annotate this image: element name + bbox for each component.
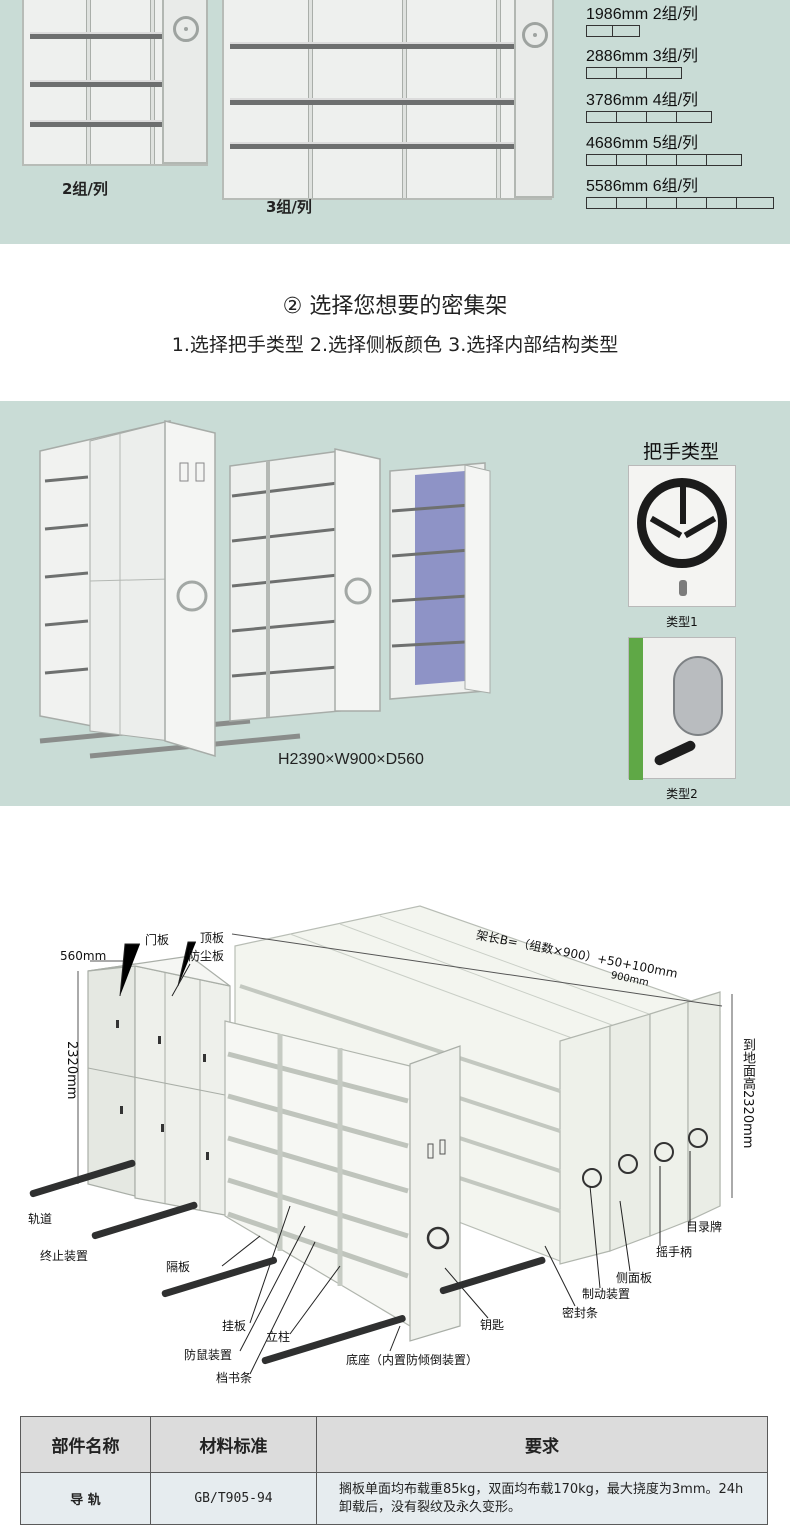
structure-illustration: [77, 905, 733, 1375]
cabinet-shelf: [30, 120, 200, 127]
product-illustration: [39, 420, 491, 759]
label-depth: 560mm: [60, 949, 107, 963]
label-brake: 制动装置: [582, 1287, 631, 1301]
handle-type-2-label: 类型2: [666, 787, 698, 801]
spec-bar: [586, 67, 682, 79]
label-dust: 防尘板: [188, 949, 225, 963]
label-height-left: 2320mm: [64, 1041, 79, 1100]
header-standard: 材料标准: [150, 1416, 317, 1473]
table-row: 导 轨 GB/T905-94 搁板单面均布载重85kg，双面均布载170kg，最…: [20, 1472, 768, 1525]
spec-bar: [586, 25, 640, 37]
header-part-name: 部件名称: [20, 1416, 151, 1473]
handwheel-icon: [173, 16, 199, 42]
spec-row: 5586mm 6组/列: [586, 172, 774, 209]
cabinet-3-groups: [222, 0, 552, 200]
spec-row: 3786mm 4组/列: [586, 86, 712, 123]
table-header-row: 部件名称 材料标准 要求: [20, 1416, 768, 1473]
label-rail: 轨道: [28, 1212, 53, 1226]
spec-text: 2886mm 3组/列: [586, 48, 699, 65]
spec-text: 4686mm 5组/列: [586, 135, 699, 152]
cell-part-name: 导 轨: [20, 1472, 151, 1525]
label-door: 门板: [145, 933, 170, 947]
label-key: 钥匙: [480, 1318, 505, 1332]
spec-row: 2886mm 3组/列: [586, 42, 698, 79]
label-seal: 密封条: [562, 1306, 599, 1320]
spec-table: 部件名称 材料标准 要求 导 轨 GB/T905-94 搁板单面均布载重85kg…: [20, 1416, 768, 1525]
label-top: 顶板: [200, 931, 225, 945]
cabinet-shelf: [30, 32, 200, 39]
label-shelf: 隔板: [166, 1260, 191, 1274]
cell-requirement: 搁板单面均布载重85kg，双面均布载170kg，最大挠度为3mm。24h卸载后，…: [316, 1472, 768, 1525]
spec-row: 4686mm 5组/列: [586, 129, 742, 166]
spec-text: 3786mm 4组/列: [586, 92, 699, 109]
wheel-spoke: [680, 486, 686, 524]
spec-text: 5586mm 6组/列: [586, 178, 699, 195]
spec-bar: [586, 197, 774, 209]
group-label-2: 2组/列: [62, 180, 108, 198]
side-panel: [514, 0, 554, 198]
label-base: 底座（内置防倾倒装置）: [346, 1353, 479, 1367]
handwheel-icon: [522, 22, 548, 48]
label-side: 侧面板: [616, 1271, 653, 1285]
label-file-strip: 档书条: [216, 1371, 253, 1385]
label-rodent: 防鼠装置: [184, 1348, 233, 1362]
label-hang: 挂板: [222, 1319, 247, 1333]
crank-lever-icon: [652, 739, 698, 767]
handwheel-icon: [637, 478, 727, 568]
spec-bar: [586, 154, 742, 166]
label-stop: 终止装置: [40, 1249, 89, 1263]
side-panel: [162, 0, 208, 164]
label-crank: 摇手柄: [656, 1245, 693, 1259]
cabinet-shelf: [230, 42, 544, 49]
header-requirement: 要求: [316, 1416, 768, 1473]
cell-standard: GB/T905-94: [150, 1472, 317, 1525]
label-index: 目录牌: [686, 1220, 723, 1234]
cabinet-shelf: [230, 98, 544, 105]
size-variants-section: 2组/列 3组/列 1986mm 2组/列 2886mm 3组/列 3786mm…: [0, 0, 790, 244]
spec-row: 1986mm 2组/列: [586, 0, 698, 37]
choose-section: ② 选择您想要的密集架 1.选择把手类型 2.选择侧板颜色 3.选择内部结构类型: [0, 244, 790, 401]
cabinet-shelf: [30, 80, 200, 87]
handle-type-1-label: 类型1: [666, 615, 698, 629]
group-label-3: 3组/列: [266, 198, 312, 216]
spec-bar: [586, 111, 712, 123]
green-frame: [629, 638, 643, 780]
crank-disc-icon: [673, 656, 723, 736]
dimension-label: H2390×W900×D560: [278, 751, 424, 768]
key-icon: [679, 580, 687, 596]
label-height-right: 到地面高2320mm: [740, 1038, 755, 1149]
cabinet-shelf: [230, 142, 544, 149]
spec-text: 1986mm 2组/列: [586, 6, 699, 23]
section-title: ② 选择您想要的密集架: [282, 294, 508, 319]
handle-type-title: 把手类型: [642, 441, 719, 463]
handle-type-1-card[interactable]: [628, 465, 736, 607]
handle-type-2-card[interactable]: [628, 637, 736, 780]
structure-diagram: 门板 顶板 防尘板 560mm 2320mm 架长B=（组数×900）+50+1…: [0, 806, 790, 1414]
section-subtitle: 1.选择把手类型 2.选择侧板颜色 3.选择内部结构类型: [171, 334, 619, 356]
label-post: 立柱: [266, 1330, 291, 1344]
product-section: H2390×W900×D560 把手类型 类型1 类型2: [0, 401, 790, 806]
